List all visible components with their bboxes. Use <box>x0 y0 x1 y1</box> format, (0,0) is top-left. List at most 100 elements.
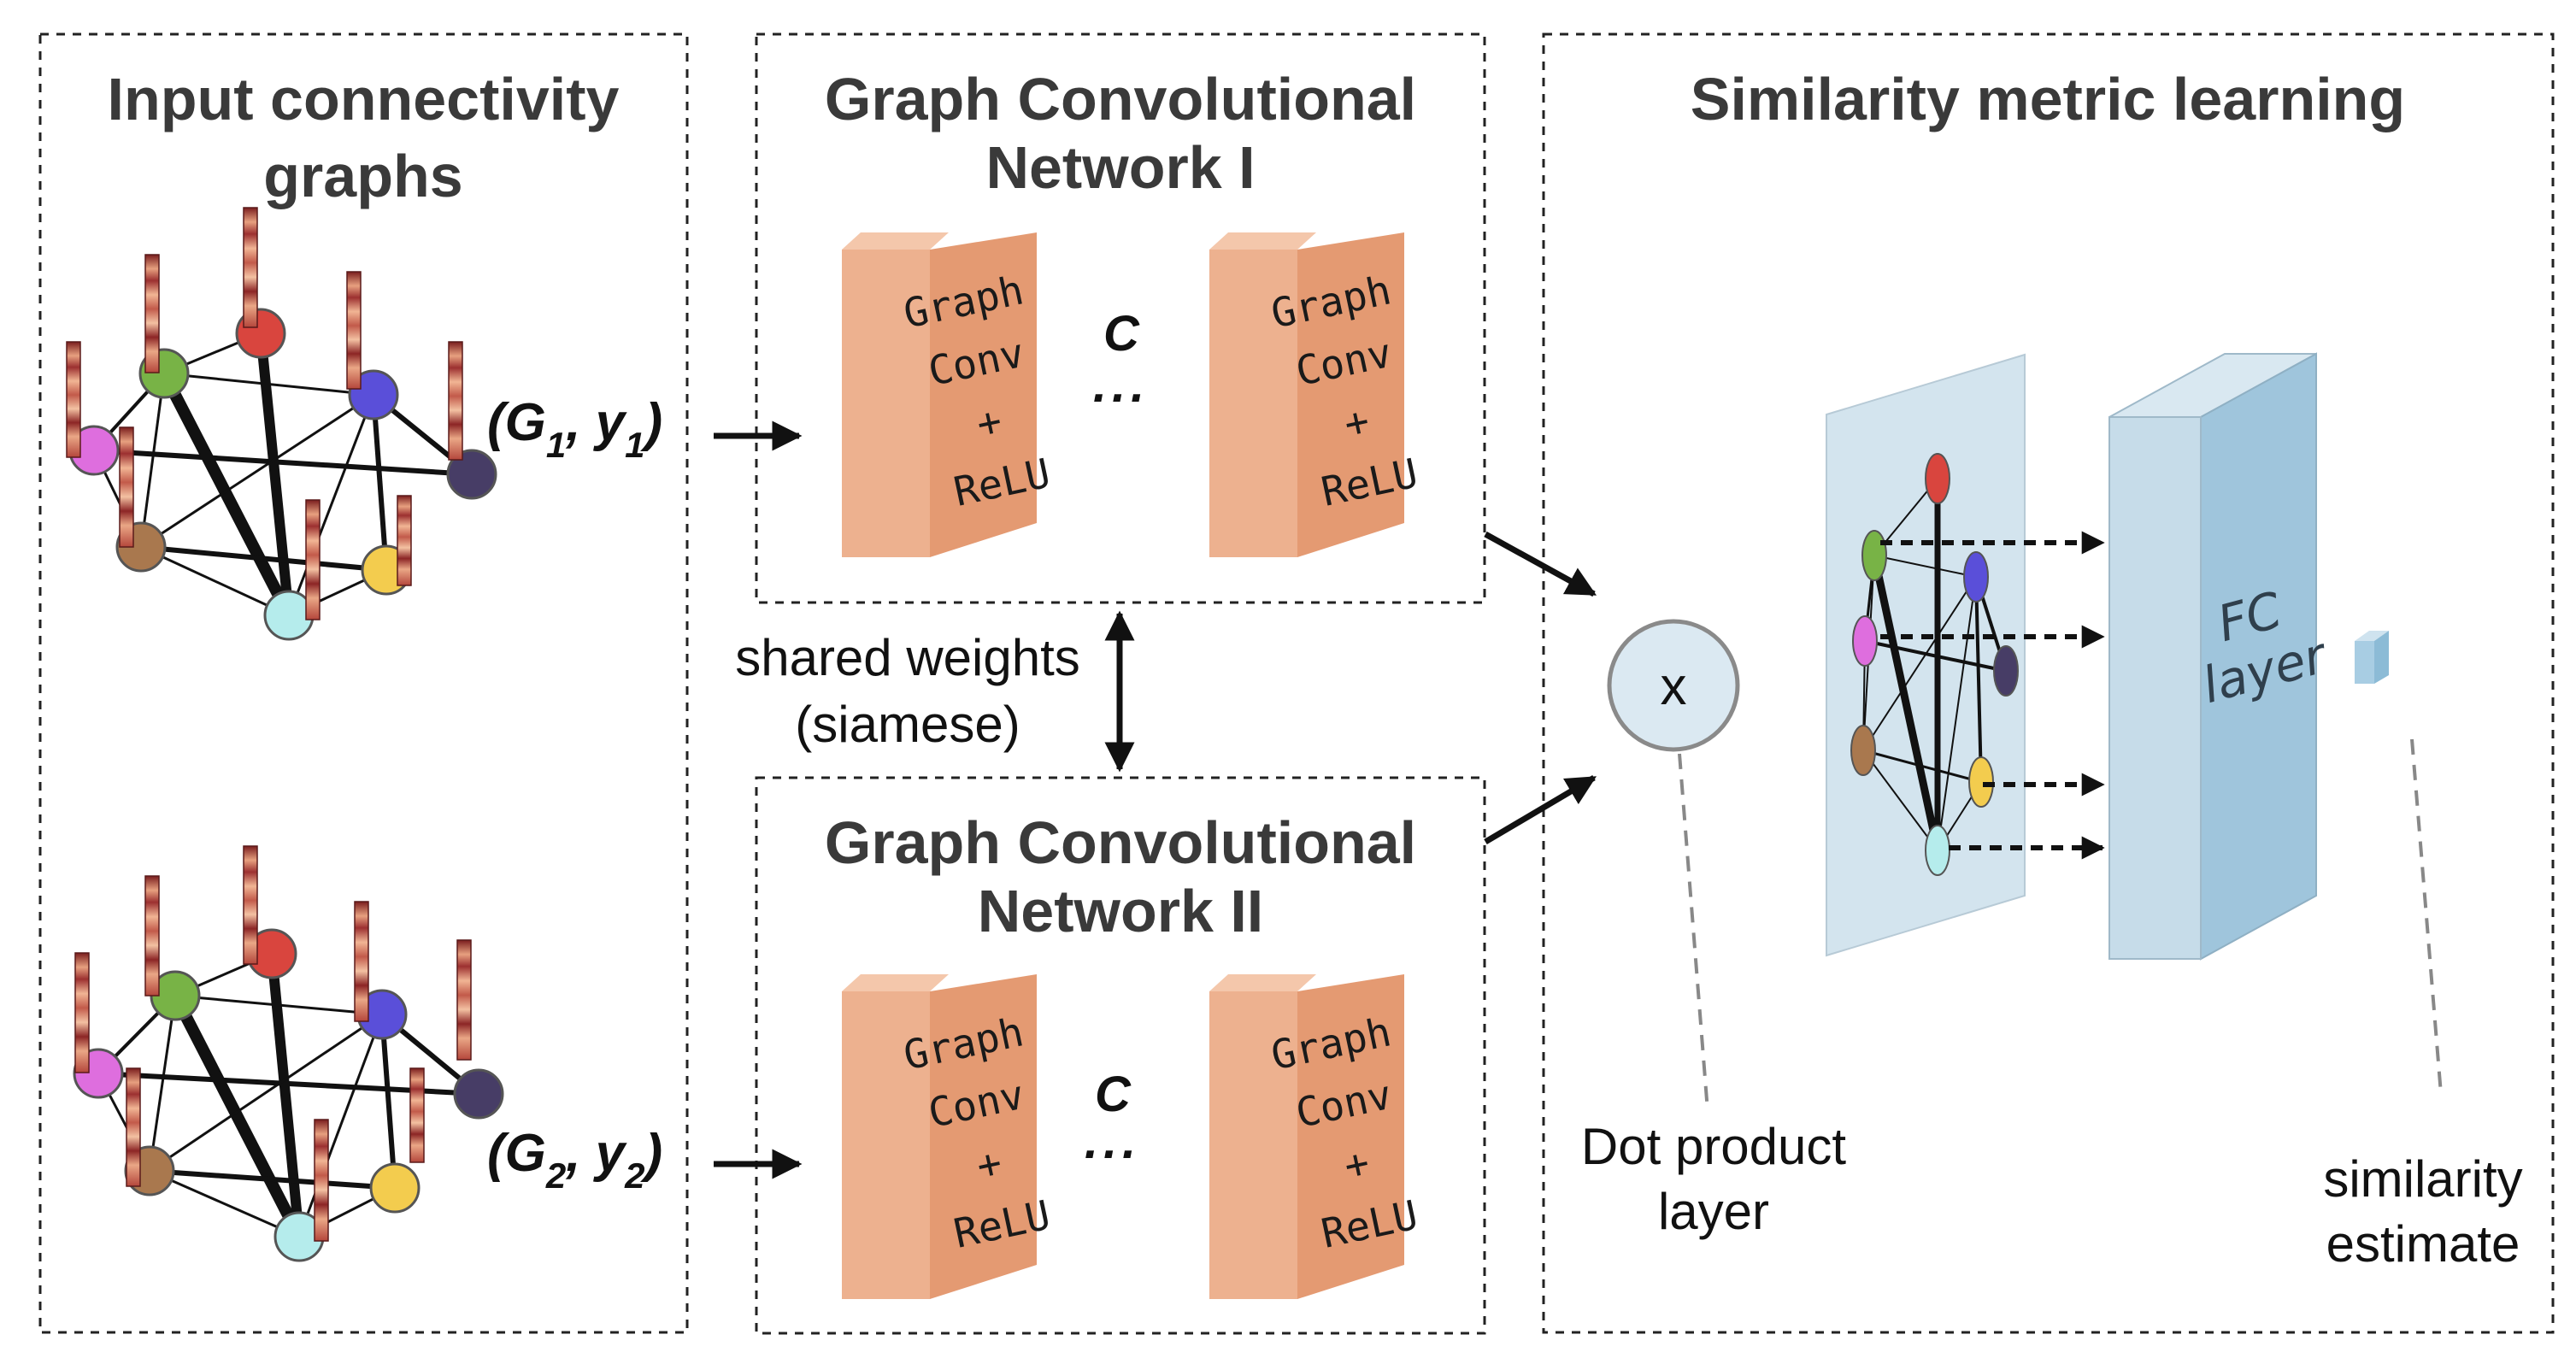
conv-block-front <box>1209 250 1297 557</box>
node-feature-bar <box>305 499 321 620</box>
node-feature-bar <box>66 341 81 458</box>
graph-edge <box>149 1013 383 1173</box>
conv-block-top <box>842 232 949 250</box>
node-feature-bar <box>346 271 362 390</box>
gcn-2-layer-count: C <box>1095 1067 1132 1122</box>
connectivity-graph-2 <box>73 845 504 1262</box>
plane-graph <box>1850 453 2019 876</box>
similarity-leader-line <box>2410 738 2443 1095</box>
fc-layer-block: FC layer <box>2108 352 2334 961</box>
plane-graph-node <box>1963 551 1989 603</box>
graph-node <box>446 449 497 500</box>
node-feature-bar <box>409 1067 425 1163</box>
graph-edge <box>256 332 294 616</box>
graph-1-label: (G1, y1) <box>487 393 662 465</box>
conv-block-side <box>930 974 1037 1299</box>
dot-product-symbol: x <box>1661 657 1687 716</box>
node-feature-bar <box>144 875 160 997</box>
gcn-2-title-line1: Graph Convolutional <box>825 809 1416 876</box>
conv-block-side <box>1297 232 1404 557</box>
dot-product-leader-line <box>1678 753 1709 1112</box>
node-feature-bar <box>74 952 90 1073</box>
gcn-1-layer-count: C <box>1103 306 1140 362</box>
node-feature-bar <box>354 901 369 1022</box>
node-feature-bar <box>243 207 258 328</box>
gcn-1-output-arrow <box>1484 531 1597 597</box>
plane-to-fc-arrows <box>1880 531 2105 860</box>
conv-block-top <box>1209 974 1316 991</box>
graph-node <box>453 1068 504 1120</box>
plane-graph-edge <box>1937 576 1977 851</box>
input-panel-title-line1: Input connectivity <box>108 66 620 132</box>
similarity-estimate-line1: similarity <box>2323 1150 2522 1208</box>
svg-text:(G1, y1): (G1, y1) <box>487 393 662 465</box>
node-feature-bar <box>456 939 472 1061</box>
gcn-1-title-line1: Graph Convolutional <box>825 66 1416 132</box>
graph-edge <box>158 370 295 619</box>
conv-block-side <box>1297 974 1404 1299</box>
dot-product-node <box>1607 619 1740 752</box>
plane-graph-edge <box>1870 555 1942 851</box>
graph-edge <box>140 393 374 549</box>
graph-edge <box>149 1168 396 1191</box>
gcn-1-ellipsis: ... <box>1093 357 1150 413</box>
dot-product-label-line1: Dot product <box>1581 1118 1846 1175</box>
plane-graph-node <box>1852 615 1878 667</box>
gcn-2-ellipsis: ... <box>1085 1114 1141 1169</box>
graph-edge <box>287 394 375 616</box>
similarity-output-tile <box>2355 631 2389 684</box>
graph-edge <box>169 992 305 1240</box>
plane-graph-edge <box>1862 749 1982 784</box>
graph-edge <box>149 1169 300 1238</box>
node-feature-bar <box>144 254 160 373</box>
gcn-2-output-arrow <box>1484 774 1597 845</box>
shared-weights-line1: shared weights <box>735 629 1080 686</box>
shared-weights-line2: (siamese) <box>795 696 1020 753</box>
node-feature-bar <box>397 495 412 586</box>
conv-block-front <box>842 991 930 1299</box>
conv-block-front <box>1209 991 1297 1299</box>
graph-node <box>369 1162 421 1214</box>
graph-edge <box>297 1014 384 1238</box>
plane-graph-edge <box>1873 555 1977 578</box>
node-feature-bar <box>119 426 134 548</box>
gcn-2-panel: Graph Convolutional Network II GraphConv… <box>755 776 1486 1335</box>
plane-graph-edge <box>1862 750 1938 851</box>
similarity-estimate-line2: estimate <box>2326 1215 2520 1273</box>
node-feature-bar <box>126 1067 141 1187</box>
graph-edge <box>140 545 290 617</box>
graph-edge <box>139 373 166 548</box>
conv-block-side <box>930 232 1037 557</box>
gcn-2-title-line2: Network II <box>978 878 1264 944</box>
plane-graph-node <box>1850 725 1876 776</box>
similarity-panel: Similarity metric learning x Dot product… <box>1484 32 2555 1334</box>
node-feature-bar <box>314 1119 329 1242</box>
plane-graph-node <box>1925 825 1950 876</box>
input-panel-title-line2: graphs <box>263 143 462 209</box>
graph-edge <box>148 995 177 1172</box>
svg-text:(G2, y2): (G2, y2) <box>487 1124 662 1196</box>
conv-block-top <box>842 974 949 991</box>
graph-edge <box>379 1014 397 1189</box>
graph-edge <box>371 394 389 571</box>
graph-node <box>348 369 399 420</box>
input-graphs-panel: Input connectivity graphs (G1, y1) (G2, … <box>38 32 689 1334</box>
graph-edge <box>140 544 387 573</box>
graph-edge <box>267 953 304 1238</box>
plane-graph-node <box>1861 530 1887 581</box>
conv-block-top <box>1209 232 1316 250</box>
gcn-1-title-line2: Network I <box>985 134 1255 201</box>
similarity-panel-title: Similarity metric learning <box>1691 66 2405 132</box>
conv-block-front <box>842 250 930 557</box>
plane-graph-edge <box>1862 576 1977 751</box>
node-feature-bar <box>243 845 258 965</box>
shared-weights: shared weights (siamese) <box>735 610 1135 773</box>
connectivity-graph-1 <box>66 207 497 641</box>
graph-edge <box>93 448 473 477</box>
gcn-1-panel: Graph Convolutional Network I GraphConv+… <box>755 32 1486 604</box>
